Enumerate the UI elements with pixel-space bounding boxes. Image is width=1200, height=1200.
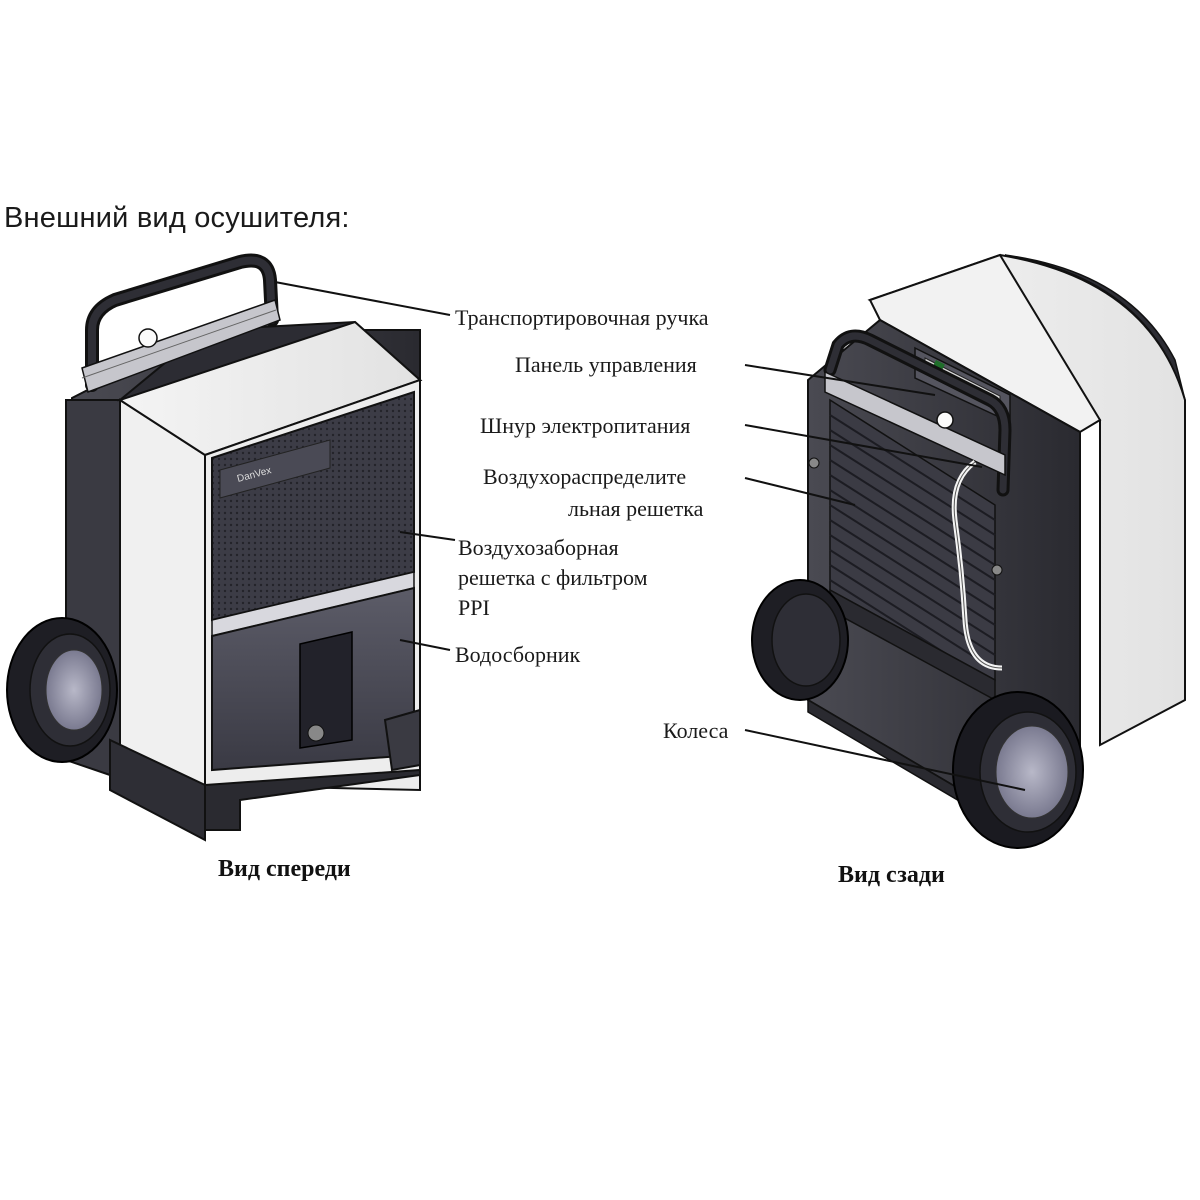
callout-intake-line1: Воздухозаборная (458, 535, 619, 560)
callout-wheels: Колеса (663, 718, 729, 743)
callout-handle: Транспортировочная ручка (455, 305, 709, 330)
front-view-drawing: DanVex (6, 253, 423, 842)
callout-grille-line1: Воздухораспределите (483, 464, 687, 489)
leader-wheels (744, 729, 1026, 791)
diagram-heading: Внешний вид осушителя: (4, 202, 350, 234)
rear-view-drawing (751, 253, 1186, 849)
callout-intake-line3: PPI (458, 595, 490, 620)
leader-intake (399, 531, 456, 541)
leader-power-cord (744, 424, 983, 468)
leader-grille (744, 477, 856, 506)
leader-handle (274, 281, 451, 316)
callout-tank: Водосборник (455, 642, 581, 667)
caption-front-view: Вид спереди (218, 856, 351, 882)
caption-rear-view: Вид сзади (838, 862, 945, 888)
leader-control-panel (744, 364, 936, 396)
callout-leader-lines (274, 281, 1026, 791)
leader-tank (399, 639, 451, 651)
callout-grille-line2: льная решетка (568, 496, 704, 521)
callout-intake-line2: решетка с фильтром (458, 565, 648, 590)
callout-power-cord: Шнур электропитания (480, 413, 691, 438)
callout-control-panel: Панель управления (515, 352, 697, 377)
